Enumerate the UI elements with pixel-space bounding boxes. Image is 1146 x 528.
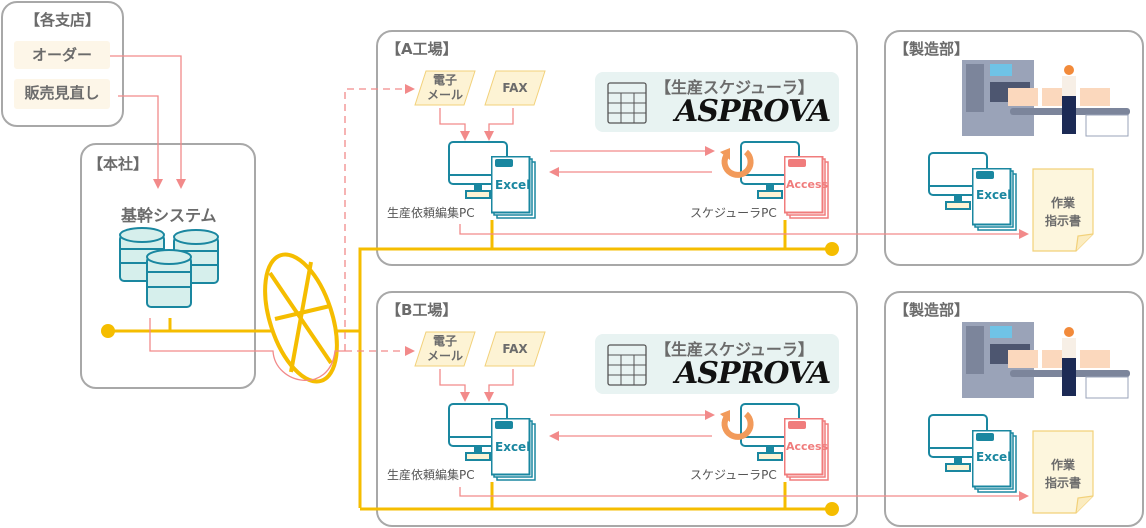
request-pc-label-b: 生産依頼編集PC [387,468,475,482]
access-doc-icon: Access [784,418,830,482]
access-doc-icon: Access [784,156,830,220]
scheduler-title: 【生産スケジューラ】 [655,340,814,359]
order-chip: オーダー [14,41,110,69]
scheduler-pc-label-b: スケジューラPC [690,468,777,482]
manufacturing-a-title: 【製造部】 [894,40,970,58]
scheduler-box-a: 【生産スケジューラ】 ASPROVA [595,72,839,132]
manufacturing-b-title: 【製造部】 [894,301,970,319]
fax-input-a: FAX [484,70,546,106]
calendar-grid-icon [607,82,647,124]
router-wheel-icon [263,252,339,384]
email-input-b: 電子メール [414,331,476,367]
hq-title: 【本社】 [88,155,149,173]
factory-a-title: 【A工場】 [386,40,458,58]
scheduler-title: 【生産スケジューラ】 [655,78,814,97]
asprova-logo: ASPROVA [675,356,831,391]
refresh-icon [720,148,754,178]
core-system-label: 基幹システム [121,206,217,225]
factory-conveyor-worker-icon [962,322,1130,399]
scheduler-pc-label-a: スケジューラPC [690,206,777,220]
excel-doc-icon: Excel [491,156,537,220]
excel-doc-icon: Excel [972,168,1018,232]
refresh-icon [720,410,754,440]
database-stack-icon [119,227,219,308]
factory-b-title: 【B工場】 [386,301,458,319]
request-pc-label-a: 生産依頼編集PC [387,206,475,220]
work-instruction-doc-b: 作業指示書 [1032,430,1094,514]
factory-conveyor-worker-icon [962,60,1130,137]
excel-doc-icon: Excel [491,418,537,482]
work-instruction-doc-a: 作業指示書 [1032,168,1094,252]
calendar-grid-icon [607,344,647,386]
asprova-logo: ASPROVA [675,94,831,129]
scheduler-box-b: 【生産スケジューラ】 ASPROVA [595,334,839,394]
excel-doc-icon: Excel [972,430,1018,494]
sales-review-chip: 販売見直し [14,79,110,109]
email-input-a: 電子メール [414,70,476,106]
fax-input-b: FAX [484,331,546,367]
branch-title: 【各支店】 [25,11,101,29]
